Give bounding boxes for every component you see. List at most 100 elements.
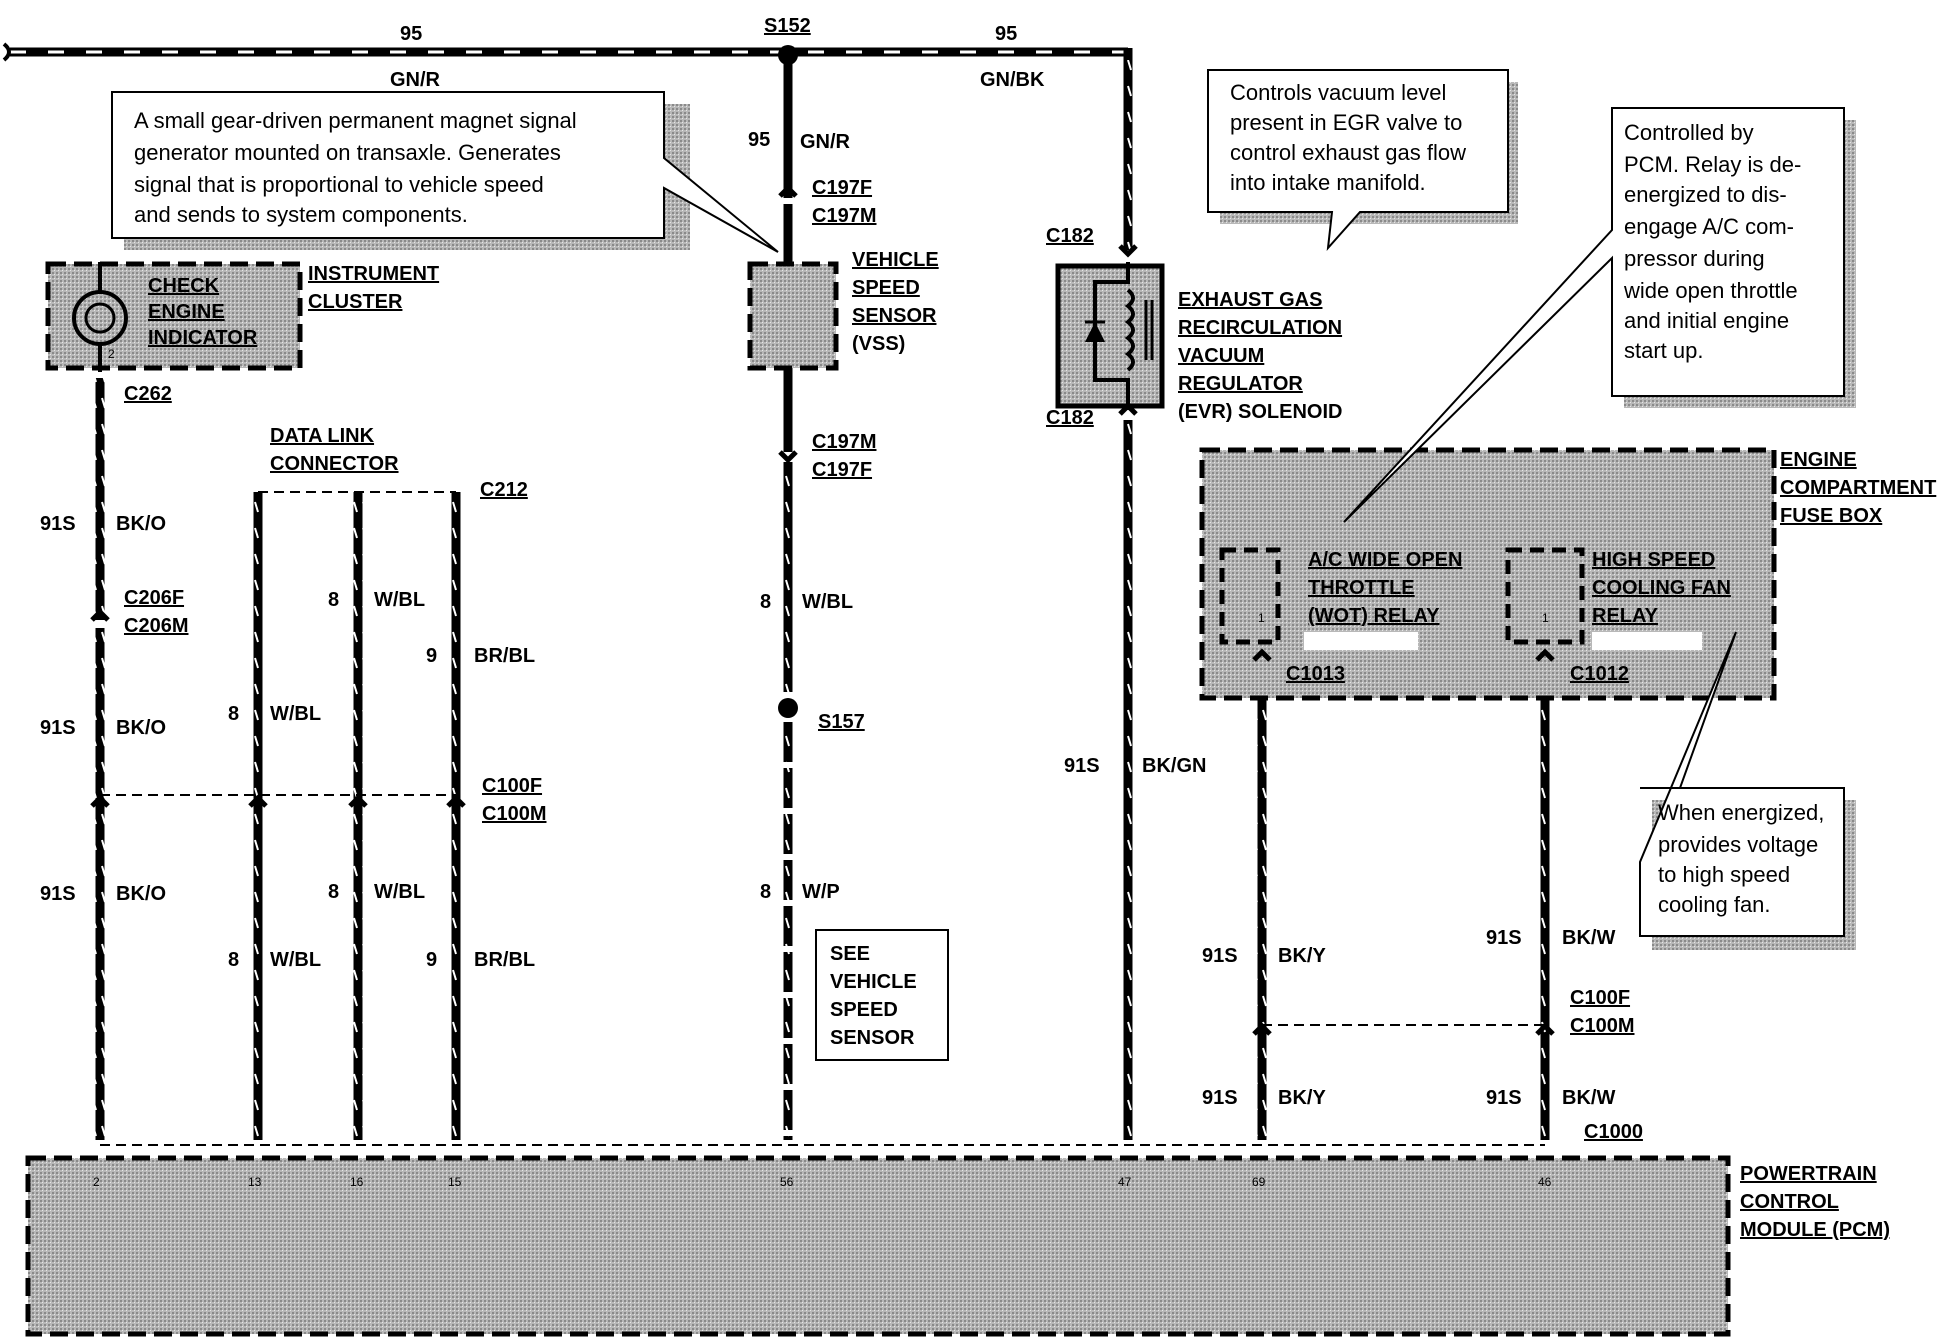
egr-circuit-wire <box>1123 60 1133 1140</box>
svg-text:CHECK: CHECK <box>148 275 220 297</box>
fan-relay-box <box>1505 547 1585 645</box>
pcm-label: POWERTRAIN CONTROL MODULE (PCM) <box>1740 1163 1890 1241</box>
svg-text:46: 46 <box>1538 1175 1552 1189</box>
svg-text:91S: 91S <box>40 513 76 535</box>
egr-solenoid-symbol-icon <box>1085 262 1154 410</box>
svg-text:SEE: SEE <box>830 943 870 965</box>
svg-text:91S: 91S <box>1202 945 1238 967</box>
connector-c100-left-symbols <box>90 794 466 808</box>
pcm-pin-labels: 2 13 16 15 56 47 69 46 <box>93 1175 1552 1189</box>
svg-text:into intake manifold.: into intake manifold. <box>1230 170 1426 195</box>
svg-text:C262: C262 <box>124 383 172 405</box>
svg-text:When energized,: When energized, <box>1658 800 1824 825</box>
svg-text:13: 13 <box>248 1175 262 1189</box>
svg-text:56: 56 <box>780 1175 794 1189</box>
ac-relay-blank <box>1304 632 1418 650</box>
svg-text:2: 2 <box>93 1175 100 1189</box>
svg-text:control exhaust gas flow: control exhaust gas flow <box>1230 140 1466 165</box>
svg-text:CONNECTOR: CONNECTOR <box>270 453 399 475</box>
svg-text:BK/Y: BK/Y <box>1278 945 1326 967</box>
svg-text:8: 8 <box>760 591 771 613</box>
svg-text:W/BL: W/BL <box>270 703 321 725</box>
svg-text:ENGINE: ENGINE <box>148 301 225 323</box>
svg-text:C197M: C197M <box>812 205 876 227</box>
check-engine-pin: 2 <box>108 347 115 361</box>
instrument-cluster-label: INSTRUMENT CLUSTER <box>308 263 439 313</box>
svg-text:cooling fan.: cooling fan. <box>1658 892 1771 917</box>
svg-text:POWERTRAIN: POWERTRAIN <box>1740 1163 1877 1185</box>
svg-text:GN/R: GN/R <box>800 131 851 153</box>
svg-text:THROTTLE: THROTTLE <box>1308 577 1415 599</box>
svg-text:BR/BL: BR/BL <box>474 645 535 667</box>
svg-text:W/BL: W/BL <box>802 591 853 613</box>
svg-text:8: 8 <box>228 703 239 725</box>
svg-text:to high speed: to high speed <box>1658 862 1790 887</box>
svg-text:91S: 91S <box>40 883 76 905</box>
see-vss-box <box>815 929 949 1061</box>
svg-text:C182: C182 <box>1046 225 1094 247</box>
svg-text:C197F: C197F <box>812 459 872 481</box>
svg-text:95: 95 <box>995 23 1017 45</box>
ac-relay-pin: 1 <box>1258 611 1265 625</box>
svg-text:COMPARTMENT: COMPARTMENT <box>1780 477 1936 499</box>
svg-text:BK/Y: BK/Y <box>1278 1087 1326 1109</box>
svg-text:95: 95 <box>400 23 422 45</box>
vss-note-callout: A small gear-driven permanent magnet sig… <box>111 91 779 253</box>
relay-note-callout: Controlled by PCM. Relay is de- energize… <box>1343 107 1856 523</box>
svg-text:C182: C182 <box>1046 407 1094 429</box>
svg-text:pressor during: pressor during <box>1624 246 1765 271</box>
svg-text:SPEED: SPEED <box>830 999 898 1021</box>
svg-text:C100F: C100F <box>482 775 542 797</box>
vss-label: VEHICLE SPEED SENSOR (VSS) <box>852 249 939 355</box>
svg-text:HIGH SPEED: HIGH SPEED <box>1592 549 1715 571</box>
pcm-module <box>25 1155 1731 1337</box>
data-link-connector-label: DATA LINK CONNECTOR <box>270 425 399 475</box>
svg-text:ENGINE: ENGINE <box>1780 449 1857 471</box>
egr-note-callout: Controls vacuum level present in EGR val… <box>1207 69 1518 252</box>
svg-text:BK/O: BK/O <box>116 513 166 535</box>
svg-text:RECIRCULATION: RECIRCULATION <box>1178 317 1342 339</box>
svg-text:VEHICLE: VEHICLE <box>852 249 939 271</box>
check-engine-bulb-icon <box>72 262 128 372</box>
connector-c182-top-symbol <box>1118 244 1138 258</box>
relay-wires <box>1257 660 1550 1140</box>
svg-text:8: 8 <box>760 881 771 903</box>
svg-text:8: 8 <box>328 589 339 611</box>
dlc-wire-labels: C212 8 W/BL 9 BR/BL 8 W/BL C100F C100M 8… <box>228 479 546 971</box>
svg-text:and initial engine: and initial engine <box>1624 308 1789 333</box>
svg-text:GN/R: GN/R <box>390 69 441 91</box>
svg-text:GN/BK: GN/BK <box>980 69 1045 91</box>
svg-text:BK/W: BK/W <box>1562 1087 1615 1109</box>
connector-c197-top-symbol <box>778 184 798 198</box>
relay-wire-labels: C1013 C1012 91S BK/Y 91S BK/W C100F C100… <box>1202 663 1643 1143</box>
svg-text:SENSOR: SENSOR <box>830 1027 915 1049</box>
svg-text:BK/O: BK/O <box>116 883 166 905</box>
svg-text:CLUSTER: CLUSTER <box>308 291 403 313</box>
svg-text:S157: S157 <box>818 711 865 733</box>
svg-text:A small gear-driven permanent: A small gear-driven permanent magnet sig… <box>134 108 577 133</box>
ac-relay-label: A/C WIDE OPEN THROTTLE (WOT) RELAY <box>1308 549 1462 627</box>
svg-text:A/C WIDE OPEN: A/C WIDE OPEN <box>1308 549 1462 571</box>
svg-text:W/BL: W/BL <box>374 881 425 903</box>
svg-text:47: 47 <box>1118 1175 1132 1189</box>
check-engine-wire <box>95 378 105 1140</box>
svg-text:91S: 91S <box>40 717 76 739</box>
svg-text:8: 8 <box>328 881 339 903</box>
connector-c1012-symbol <box>1535 648 1555 662</box>
svg-text:PCM. Relay is de-: PCM. Relay is de- <box>1624 152 1801 177</box>
vss-wire-labels: 95 GN/R C197F C197M C197M C197F 8 W/BL S… <box>748 129 876 903</box>
svg-text:SPEED: SPEED <box>852 277 920 299</box>
vss-box <box>747 261 839 371</box>
svg-text:CONTROL: CONTROL <box>1740 1191 1839 1213</box>
vss-circuit-wire <box>783 60 793 1140</box>
svg-text:91S: 91S <box>1486 1087 1522 1109</box>
svg-text:RELAY: RELAY <box>1592 605 1659 627</box>
fan-relay-blank <box>1592 632 1702 650</box>
connector-c197-bottom-symbol <box>778 450 798 464</box>
top-bus-labels: 95 GN/R S152 95 GN/BK <box>390 15 1045 91</box>
check-engine-label: CHECK ENGINE INDICATOR <box>148 275 258 349</box>
svg-text:MODULE (PCM): MODULE (PCM) <box>1740 1219 1890 1241</box>
svg-text:wide open throttle: wide open throttle <box>1623 278 1798 303</box>
svg-text:9: 9 <box>426 949 437 971</box>
